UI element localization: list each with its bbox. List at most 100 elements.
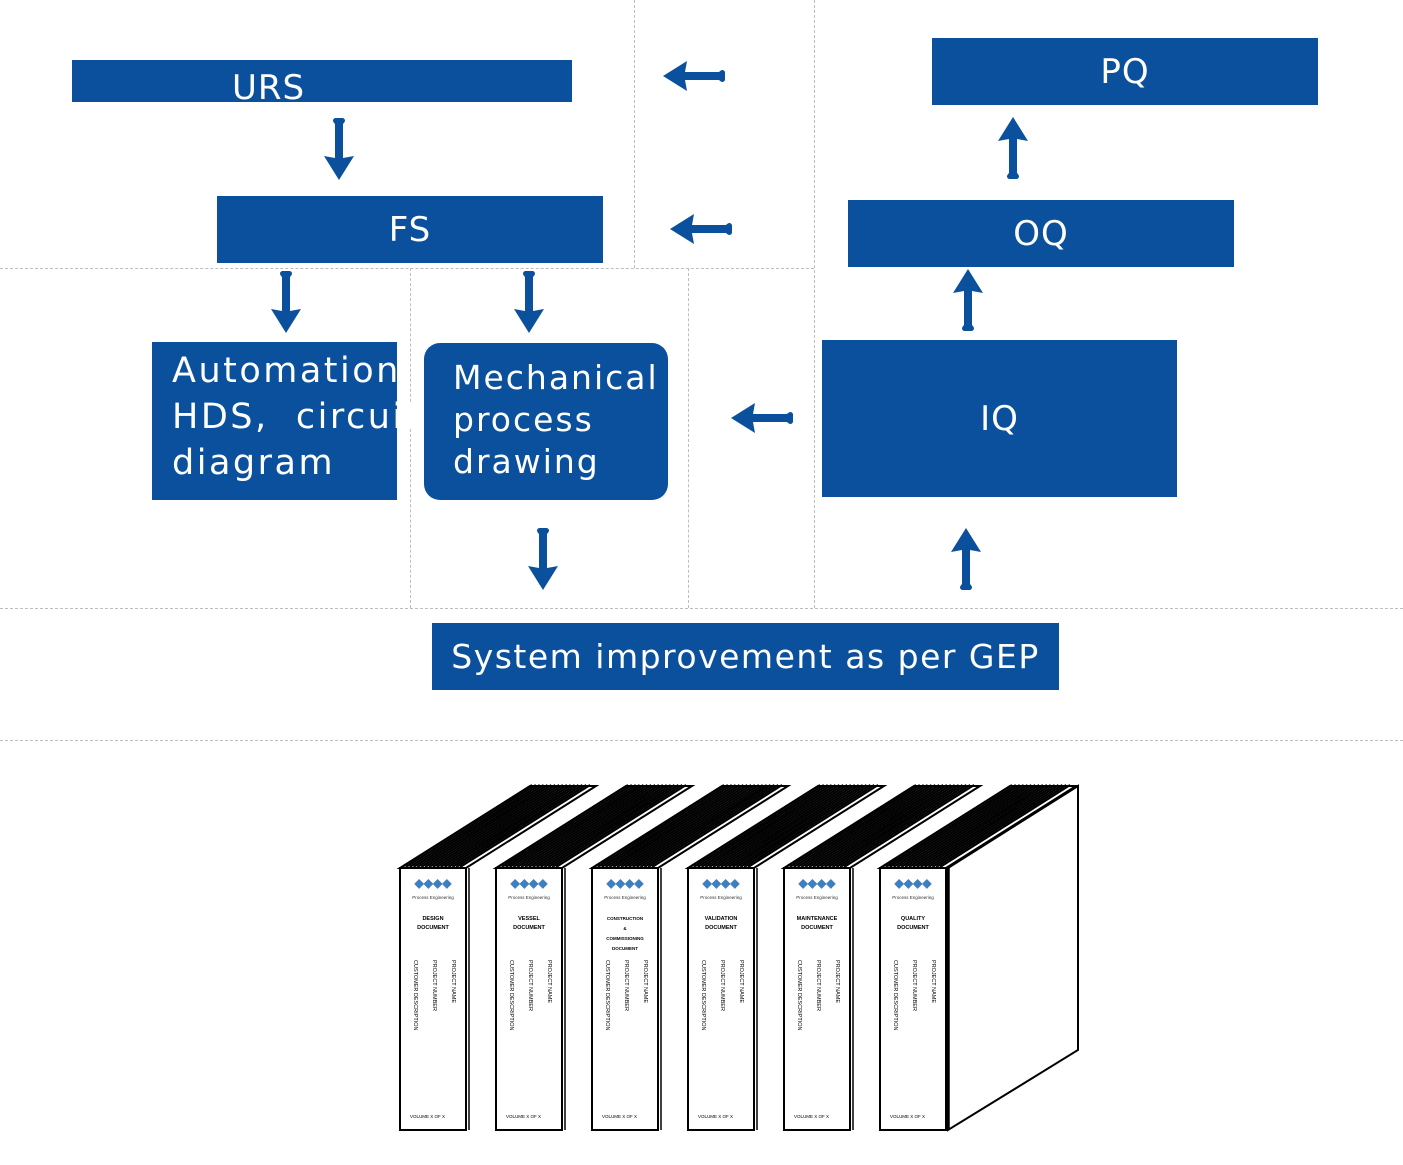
automation-line-3: diagram	[172, 443, 336, 483]
divider-line	[814, 0, 815, 608]
arrow-up-icon	[953, 269, 983, 331]
automation-line-2: HDS, circuit	[172, 397, 421, 437]
binder-page-line	[532, 784, 664, 868]
binder: ◆◆◆◆Process EngineeringVALIDATIONDOCUMEN…	[684, 784, 888, 1131]
binder-title: DOCUMENT	[705, 925, 737, 931]
logo-subtitle: Process Engineering	[796, 895, 838, 900]
binder-page-line	[793, 784, 925, 868]
binder-volume: VOLUME X OF X	[794, 1114, 829, 1119]
binder-page-line	[881, 784, 1013, 868]
binder-page-line	[843, 784, 975, 868]
binder-page-line	[428, 784, 560, 868]
binder-field: PROJECT NUMBER	[719, 960, 725, 1011]
binder-title: DOCUMENT	[612, 946, 638, 951]
binder-page-line	[808, 784, 940, 868]
binder-page-line	[524, 784, 656, 868]
binder-page-line	[447, 784, 580, 868]
binder-page-line	[800, 784, 933, 868]
binder-page-line	[401, 784, 533, 868]
binder-volume: VOLUME X OF X	[506, 1114, 541, 1119]
binder-page-line	[693, 784, 825, 868]
binder-title: DOCUMENT	[897, 925, 929, 931]
binder-page-line	[912, 784, 1044, 868]
binder-page-line	[920, 784, 1052, 868]
divider-line	[0, 740, 1403, 741]
binder-spine	[399, 867, 467, 1131]
binder-spine	[783, 867, 851, 1131]
binder-page-line	[413, 784, 545, 868]
pq-box: PQ	[932, 38, 1318, 105]
binder-title: COMMISSIONING	[606, 936, 644, 941]
binder-page-line	[651, 784, 783, 868]
binder-page-line	[900, 784, 1032, 868]
binder-page-line	[824, 784, 956, 868]
binder-page-line	[601, 784, 733, 868]
urs-box: URS	[72, 60, 572, 108]
binder-spine	[687, 867, 755, 1131]
binder-page-line	[896, 784, 1029, 868]
binder-title: DOCUMENT	[513, 925, 545, 931]
logo-subtitle: Process Engineering	[604, 895, 646, 900]
system-improvement-label: System improvement as per GEP	[451, 637, 1040, 676]
binder-field: PROJECT NAME	[450, 960, 456, 1003]
arrow-down-icon	[324, 118, 354, 180]
binder-page-line	[889, 784, 1021, 868]
binder-page-line	[509, 784, 641, 868]
logo-subtitle: Process Engineering	[892, 895, 934, 900]
binder-page-line	[647, 784, 779, 868]
binder-page-line	[689, 784, 821, 868]
binder-page-line	[436, 784, 568, 868]
binder-page-line	[520, 784, 652, 868]
arrow-down-icon	[271, 271, 301, 333]
binder-page-line	[432, 784, 564, 868]
binder-field: CUSTOMER DESCRIPTION	[412, 960, 418, 1031]
binder: ◆◆◆◆Process EngineeringQUALITYDOCUMENTPR…	[876, 784, 1080, 1131]
binder-page-line	[785, 784, 917, 868]
binder: ◆◆◆◆Process EngineeringDESIGNDOCUMENTPRO…	[396, 784, 600, 1131]
binder-field: PROJECT NUMBER	[527, 960, 533, 1011]
binder-page-line	[440, 784, 572, 868]
binder-page-line	[747, 784, 879, 868]
fs-box: FS	[217, 196, 603, 263]
divider-line	[688, 268, 689, 608]
binder-page-line	[916, 784, 1048, 868]
arrow-left-icon	[670, 214, 732, 244]
binder-page-line	[501, 784, 633, 868]
binder-page-line	[885, 784, 1017, 868]
logo-subtitle: Process Engineering	[508, 895, 550, 900]
binder-page-line	[927, 784, 1060, 868]
binder-page-line	[816, 784, 948, 868]
binder-title: DOCUMENT	[801, 925, 833, 931]
binder-page-line	[424, 784, 556, 868]
binder-title: CONSTRUCTION	[607, 916, 643, 921]
document-binders-illustration: ◆◆◆◆Process EngineeringDESIGNDOCUMENTPRO…	[396, 784, 1080, 1132]
binder-field: PROJECT NUMBER	[623, 960, 629, 1011]
automation-line-1: Automation	[172, 351, 401, 391]
binder-volume: VOLUME X OF X	[698, 1114, 733, 1119]
binder-page-line	[708, 784, 840, 868]
binder-page-line	[835, 784, 967, 868]
binder-page-line	[624, 784, 756, 868]
binder-page-line	[720, 784, 852, 868]
binder-spine	[495, 867, 563, 1131]
binder-page-line	[743, 784, 875, 868]
binder-volume: VOLUME X OF X	[890, 1114, 925, 1119]
binder: ◆◆◆◆Process EngineeringCONSTRUCTION&COMM…	[588, 784, 792, 1131]
binder-field: PROJECT NUMBER	[911, 960, 917, 1011]
binder-page-line	[904, 784, 1036, 868]
binder-title: &	[623, 926, 627, 931]
arrow-down-icon	[514, 271, 544, 333]
binder-page-line	[712, 784, 844, 868]
binder-page-line	[540, 784, 672, 868]
binder-title: QUALITY	[901, 916, 925, 922]
arrow-left-icon	[731, 403, 793, 433]
divider-line	[0, 608, 1403, 609]
binder-page-line	[536, 784, 668, 868]
binder-page-line	[893, 784, 1025, 868]
binder-field: PROJECT NUMBER	[815, 960, 821, 1011]
binder-volume: VOLUME X OF X	[410, 1114, 445, 1119]
oq-box: OQ	[848, 200, 1234, 267]
binder-page-line	[620, 784, 752, 868]
binder-page-line	[636, 784, 768, 868]
binder-page-line	[908, 784, 1040, 868]
